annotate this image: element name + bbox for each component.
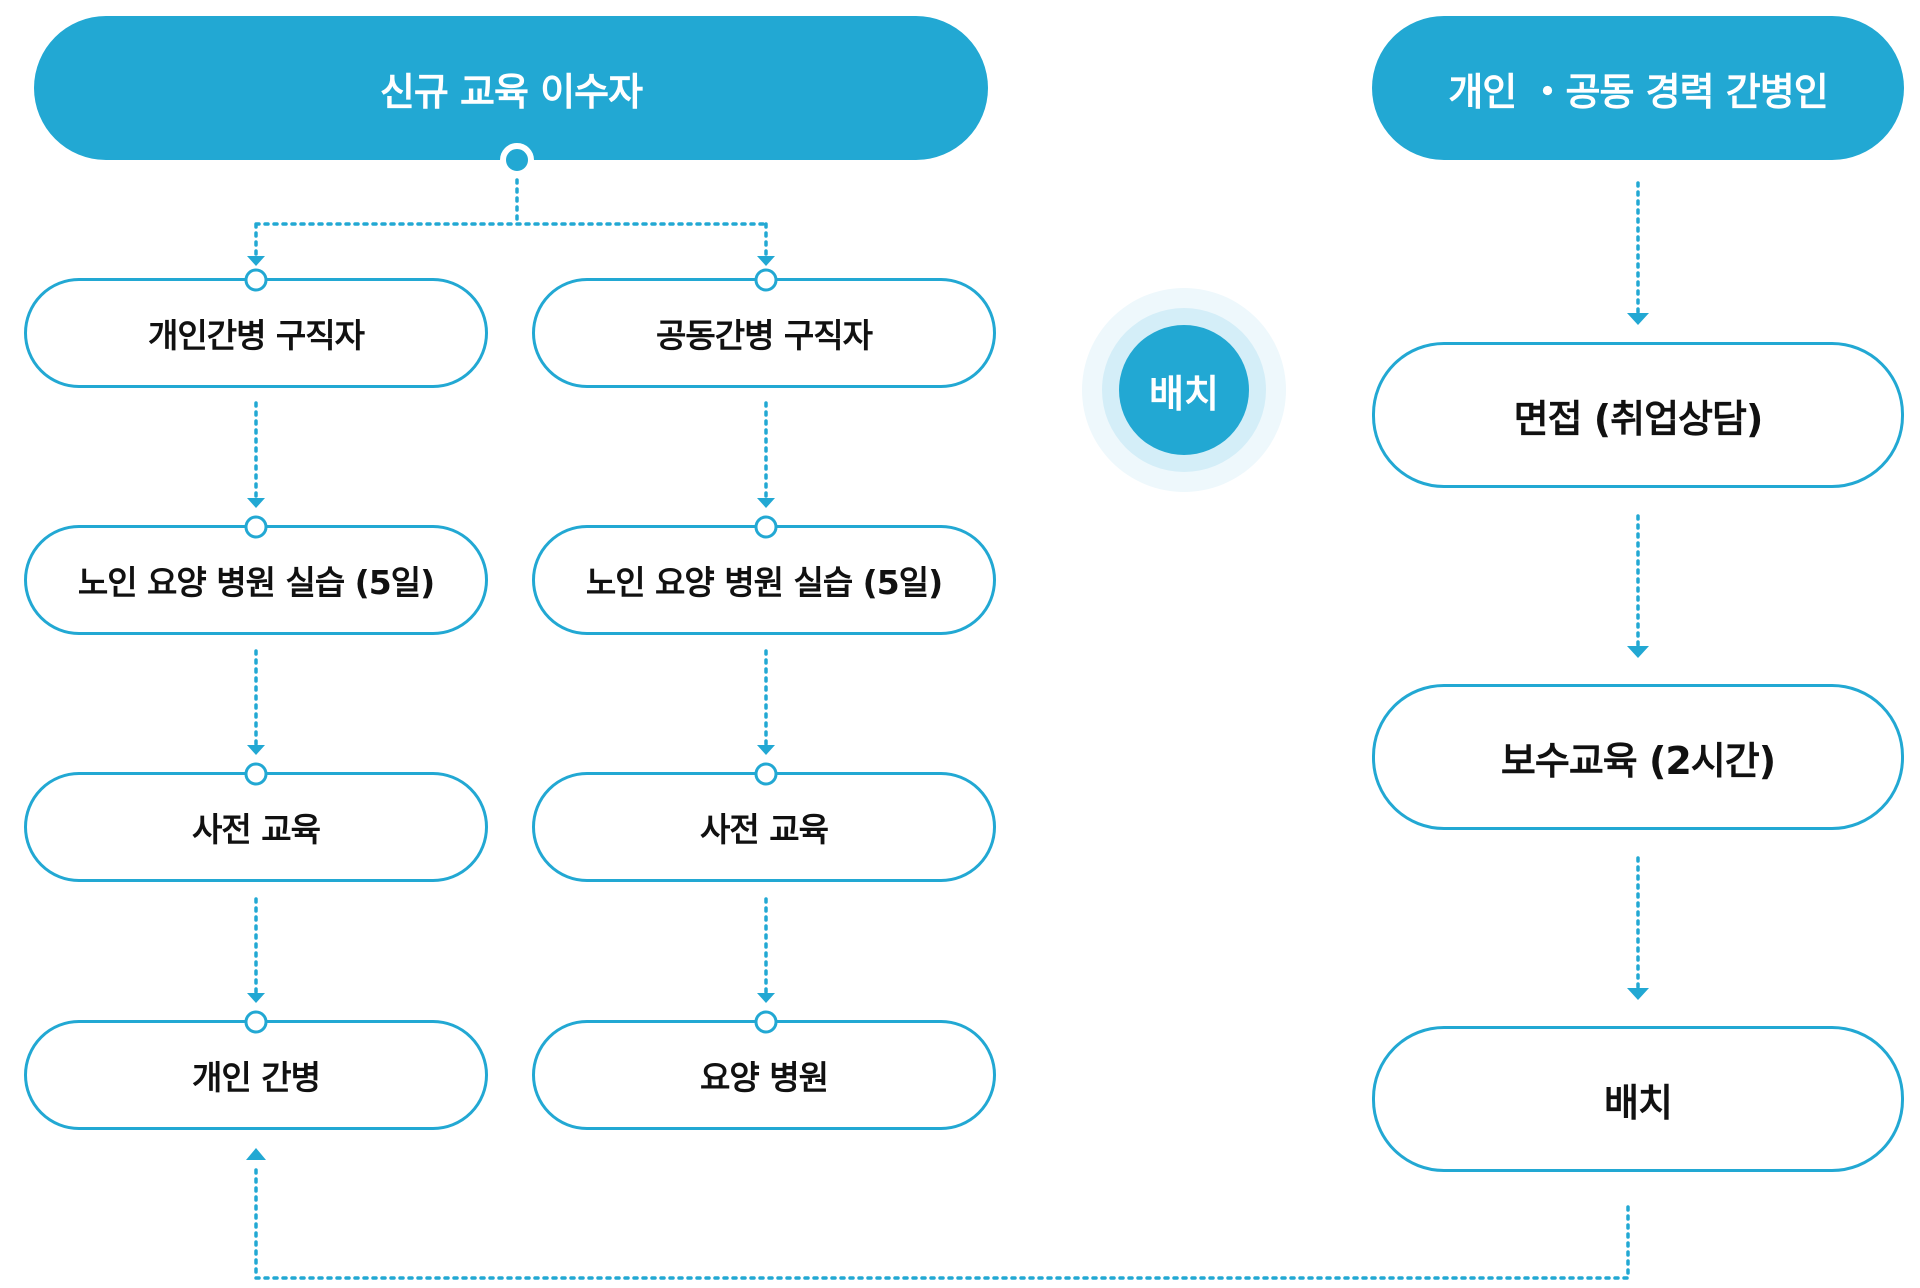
step-joint-pre-education: 사전 교육 xyxy=(532,772,996,882)
placement-badge: 배치 xyxy=(1082,288,1286,492)
step-personal-job-seeker: 개인간병 구직자 xyxy=(24,278,488,388)
step-personal-pre-education: 사전 교육 xyxy=(24,772,488,882)
header-new-trainees: 신규 교육 이수자 xyxy=(34,16,988,160)
step-personal-care: 개인 간병 xyxy=(24,1020,488,1130)
step-nursing-hospital: 요양 병원 xyxy=(532,1020,996,1130)
step-interview: 면접 (취업상담) xyxy=(1372,342,1904,488)
step-refresher-education: 보수교육 (2시간) xyxy=(1372,684,1904,830)
step-joint-job-seeker: 공동간병 구직자 xyxy=(532,278,996,388)
header-experienced-caregivers: 개인 ・공동 경력 간병인 xyxy=(1372,16,1904,160)
step-joint-hospital-practice: 노인 요양 병원 실습 (5일) xyxy=(532,525,996,635)
placement-badge-ring: 배치 xyxy=(1102,308,1266,472)
step-placement: 배치 xyxy=(1372,1026,1904,1172)
arrow-heads xyxy=(246,256,1649,1160)
step-personal-hospital-practice: 노인 요양 병원 실습 (5일) xyxy=(24,525,488,635)
placement-badge-label: 배치 xyxy=(1119,325,1249,455)
